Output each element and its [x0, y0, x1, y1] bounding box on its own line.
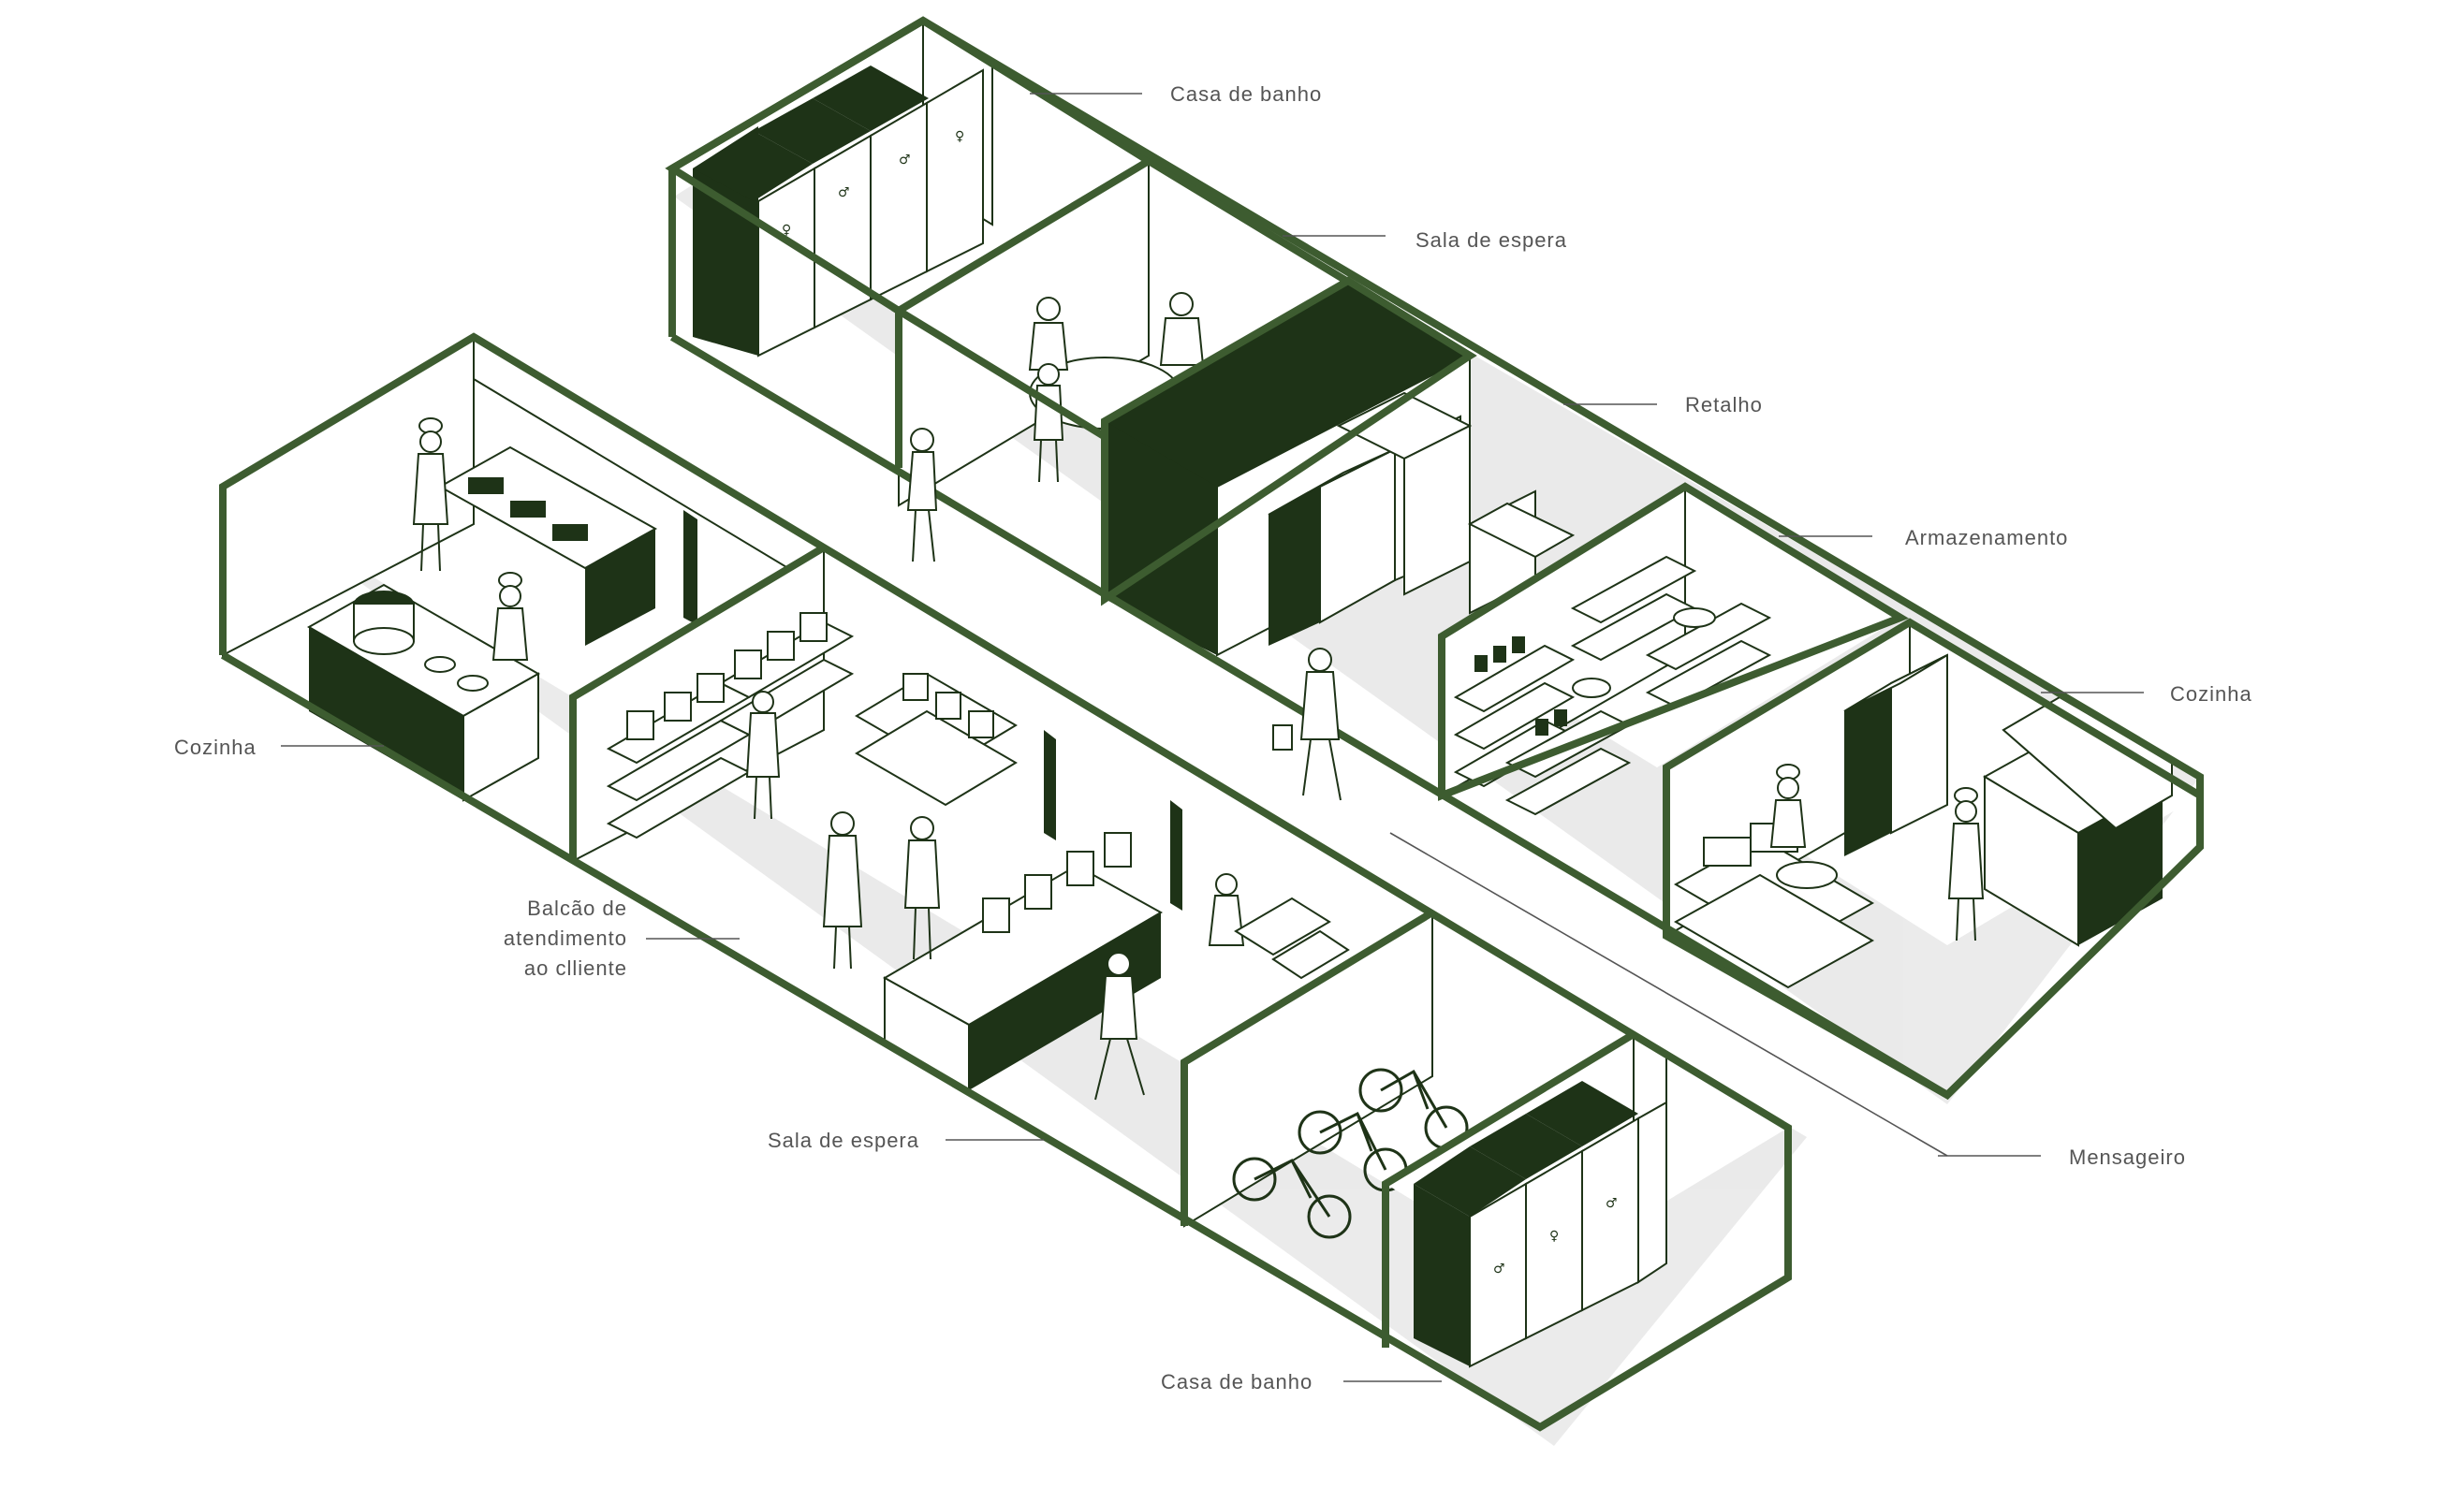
chef-right-2: [1947, 787, 1985, 941]
retail-room: [1101, 276, 1576, 657]
courier-route-line: [1389, 832, 1948, 1157]
chef-left-1: [412, 417, 449, 572]
label-top-waiting-room: Sala de espera: [1415, 228, 1567, 252]
svg-text:♀: ♀: [1549, 1229, 1559, 1244]
shelves-left: [606, 612, 855, 839]
counter-door-2: [1170, 800, 1182, 911]
shelves-center: [855, 672, 1018, 807]
storage-room: [1438, 482, 1910, 816]
chef-right-1: [1769, 764, 1807, 848]
customer-3: [745, 691, 781, 820]
seated-person-2: [1159, 292, 1205, 366]
kitchen-door: [683, 510, 697, 625]
label-storage: Armazenamento: [1905, 526, 2069, 549]
svg-text:♂: ♂: [838, 185, 850, 200]
sink-counter: [437, 445, 658, 646]
svg-text:♂: ♂: [1493, 1262, 1505, 1277]
svg-text:♂: ♂: [899, 153, 911, 168]
stove-island: [306, 583, 541, 802]
label-retail: Retalho: [1685, 393, 1763, 416]
label-right-kitchen: Cozinha: [2170, 682, 2252, 706]
counter-door-1: [1044, 730, 1056, 840]
seated-customer: [1208, 873, 1350, 980]
corridor-person-2: [1272, 648, 1342, 801]
walking-person: [1094, 952, 1145, 1101]
label-counter-line2: atendimento: [503, 926, 627, 950]
svg-text:♀: ♀: [782, 223, 791, 238]
bottom-strip-outline: [219, 332, 1792, 1432]
left-kitchen-room: [222, 335, 825, 802]
corridor-person-1: [906, 428, 938, 562]
storage-shelves: [1453, 555, 1772, 816]
svg-text:♀: ♀: [955, 129, 964, 144]
customer-2: [903, 816, 941, 960]
label-counter-line3: ao clliente: [523, 956, 627, 980]
seated-person-1: [1028, 297, 1069, 371]
top-bathroom-stalls: ♀ ♂ ♂ ♀: [693, 66, 984, 358]
label-left-kitchen: Cozinha: [174, 736, 257, 759]
leader-lines: [281, 93, 2144, 1382]
label-bottom-bathroom: Casa de banho: [1161, 1370, 1313, 1394]
bottom-bathroom-room: ♂ ♀ ♂: [1386, 1032, 1788, 1368]
bottom-waiting-room: [1183, 911, 1634, 1239]
chef-left-2: [491, 572, 529, 661]
label-bottom-waiting-room: Sala de espera: [768, 1129, 919, 1152]
retail-shelves: [1268, 391, 1576, 646]
bottom-bathroom-stalls: ♂ ♀ ♂: [1414, 1081, 1667, 1368]
customer-1: [822, 811, 863, 970]
top-strip-outline: [668, 16, 2204, 1101]
svg-text:♂: ♂: [1606, 1196, 1618, 1211]
label-customer-counter: Balcão de atendimento ao clliente: [449, 894, 627, 984]
kitchen-fridge: [1843, 653, 1948, 856]
label-courier: Mensageiro: [2069, 1145, 2186, 1169]
label-top-bathroom: Casa de banho: [1170, 82, 1323, 106]
counter-room: [572, 546, 1432, 1101]
label-counter-line1: Balcão de: [527, 897, 627, 920]
